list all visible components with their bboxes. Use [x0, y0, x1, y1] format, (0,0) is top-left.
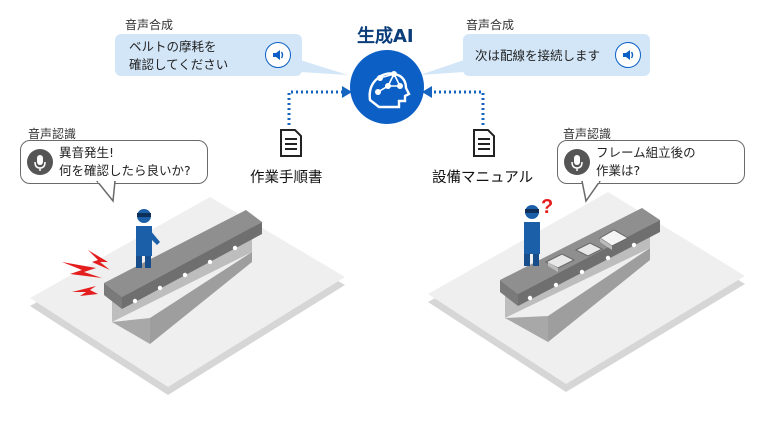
conveyor-belt-edge [500, 280, 518, 306]
document-icon-left [280, 129, 302, 161]
asr-left-tail [96, 181, 116, 203]
microphone-icon [27, 149, 53, 175]
worker-left [136, 209, 160, 268]
conveyor-base [548, 248, 650, 342]
tts-right-label: 音声合成 [466, 18, 515, 32]
speaker-icon [265, 42, 291, 68]
asr-left-line2: 何を確認したら良いか? [59, 163, 191, 178]
asr-right-line2: 作業は? [596, 163, 641, 178]
arrow-right [431, 90, 485, 125]
arrow-right-head [422, 86, 432, 98]
tts-left-line2: 確認してください [129, 57, 229, 72]
asr-right-line1: フレーム組立後の [596, 145, 696, 160]
asr-left-line1: 異音発生! [59, 145, 115, 160]
floor-platform [428, 192, 745, 384]
asr-right-tail [581, 181, 601, 203]
doc-left-label: 作業手順書 [250, 170, 323, 186]
arrow-left-head [342, 86, 352, 98]
floor-platform [30, 197, 345, 387]
conveyor-belt-top [104, 210, 262, 297]
ai-title: 生成AI [357, 26, 414, 47]
document-icon-right [473, 129, 495, 161]
ai-brain-icon [350, 50, 424, 124]
tts-left-pointer [300, 60, 348, 75]
conveyor-rollers [132, 245, 238, 304]
tts-right-text: 次は配線を接続します [475, 48, 601, 63]
asr-left-bubble: 異音発生! 何を確認したら良いか? [20, 140, 208, 184]
doc-right-label: 設備マニュアル [432, 170, 534, 186]
alert-icon [62, 250, 110, 296]
asr-right-bubble: フレーム組立後の 作業は? [557, 140, 745, 184]
product-boxes [544, 229, 630, 272]
conveyor-belt-side [518, 220, 660, 306]
conveyor-end [505, 316, 548, 342]
conveyor-belt-edge [104, 283, 122, 309]
question-mark: ? [541, 196, 554, 218]
tts-left-bubble: ベルトの摩耗を 確認してください [115, 34, 302, 76]
conveyor-belt-side [122, 222, 262, 309]
asr-right-label: 音声認識 [563, 127, 612, 141]
speaker-icon [615, 42, 641, 68]
tts-left-label: 音声合成 [125, 18, 174, 32]
tts-left-line1: ベルトの摩耗を [129, 39, 217, 54]
conveyor-end [112, 318, 150, 344]
microphone-icon [564, 149, 590, 175]
worker-right [524, 205, 540, 266]
asr-left-label: 音声認識 [28, 127, 77, 141]
tts-right-pointer [420, 60, 464, 75]
conveyor-base [150, 252, 252, 344]
conveyor-rollers [527, 242, 637, 301]
arrow-left [287, 90, 343, 125]
tts-right-bubble: 次は配線を接続します [463, 34, 650, 76]
